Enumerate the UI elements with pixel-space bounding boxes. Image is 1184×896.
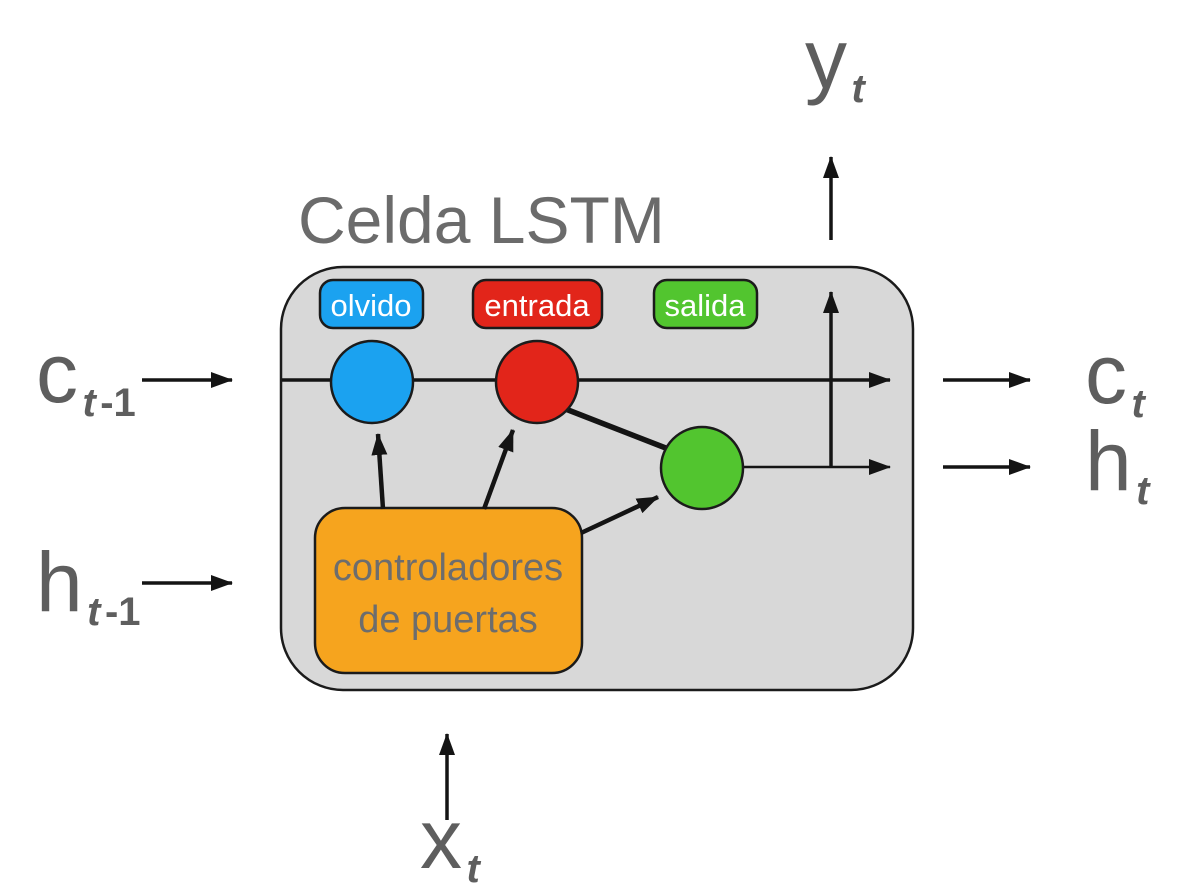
input-gate-tag-label: entrada [484,288,590,323]
forget-gate-circle [329,339,415,425]
cell-state-in-tail: -1 [100,381,136,425]
input-gate-circle [494,339,580,425]
input-x-sub: t [466,847,481,891]
forget-gate-tag: olvido [318,278,425,330]
hidden-state-out-main: h [1085,414,1132,508]
gate-controller-label-line1: controladores [333,547,563,589]
hidden-state-in-tail: -1 [105,590,141,634]
input-x-main: x [420,792,462,886]
gate-controller-label-line2: de puertas [358,599,538,641]
controller-to-output-arrow [580,494,659,536]
forget-gate-tag-bg [318,278,425,330]
hidden-state-out-sub: t [1136,469,1151,513]
cell-state-in-main: c [36,326,78,420]
input-x-label: x t [420,792,481,891]
input-gate-tag-bg [471,278,604,330]
cell-state-in-label: c t -1 [36,326,136,425]
output-y-main: y [805,12,847,106]
hidden-state-in-sub: t [87,590,102,634]
output-gate-tag-bg [652,278,759,330]
cell-state-in-sub: t [82,381,97,425]
cell-state-out-main: c [1085,327,1127,421]
output-y-sub: t [851,67,866,111]
output-gate-circle [659,425,745,511]
hidden-state-in-main: h [36,535,83,629]
controller-to-forget-arrow [371,433,388,510]
controller-to-input-arrow [481,429,516,510]
hidden-state-out-label: h t [1085,414,1151,513]
output-gate-tag-label: salida [665,288,747,323]
output-y-label: y t [805,12,866,111]
forget-gate-tag-label: olvido [331,288,412,323]
diagram-title: Celda LSTM [298,183,665,257]
gate-controller-box [313,506,584,675]
cell-state-out-label: c t [1085,327,1146,426]
input-to-output-connector [562,405,677,455]
input-gate-tag: entrada [471,278,604,330]
cell-state-out-sub: t [1131,382,1146,426]
hidden-state-in-label: h t -1 [36,535,141,634]
output-gate-tag: salida [652,278,759,330]
